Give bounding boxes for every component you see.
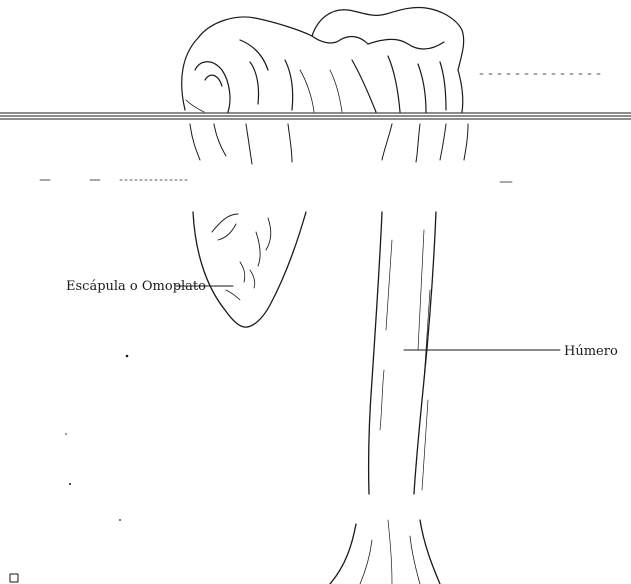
scapula-lower — [193, 212, 306, 327]
cut-band — [0, 113, 631, 119]
faint-dots — [40, 74, 600, 182]
bone-strokes-below-cut — [190, 124, 468, 164]
humerus-lower-end — [330, 520, 440, 584]
scapula-upper — [182, 17, 312, 112]
corner-mark — [10, 574, 18, 582]
humerus-head-upper — [300, 7, 464, 112]
specks — [65, 355, 128, 521]
humerus-shaft — [369, 212, 436, 494]
scapula-label: Escápula o Omoplato — [66, 280, 206, 293]
humerus-label: Húmero — [564, 345, 618, 358]
